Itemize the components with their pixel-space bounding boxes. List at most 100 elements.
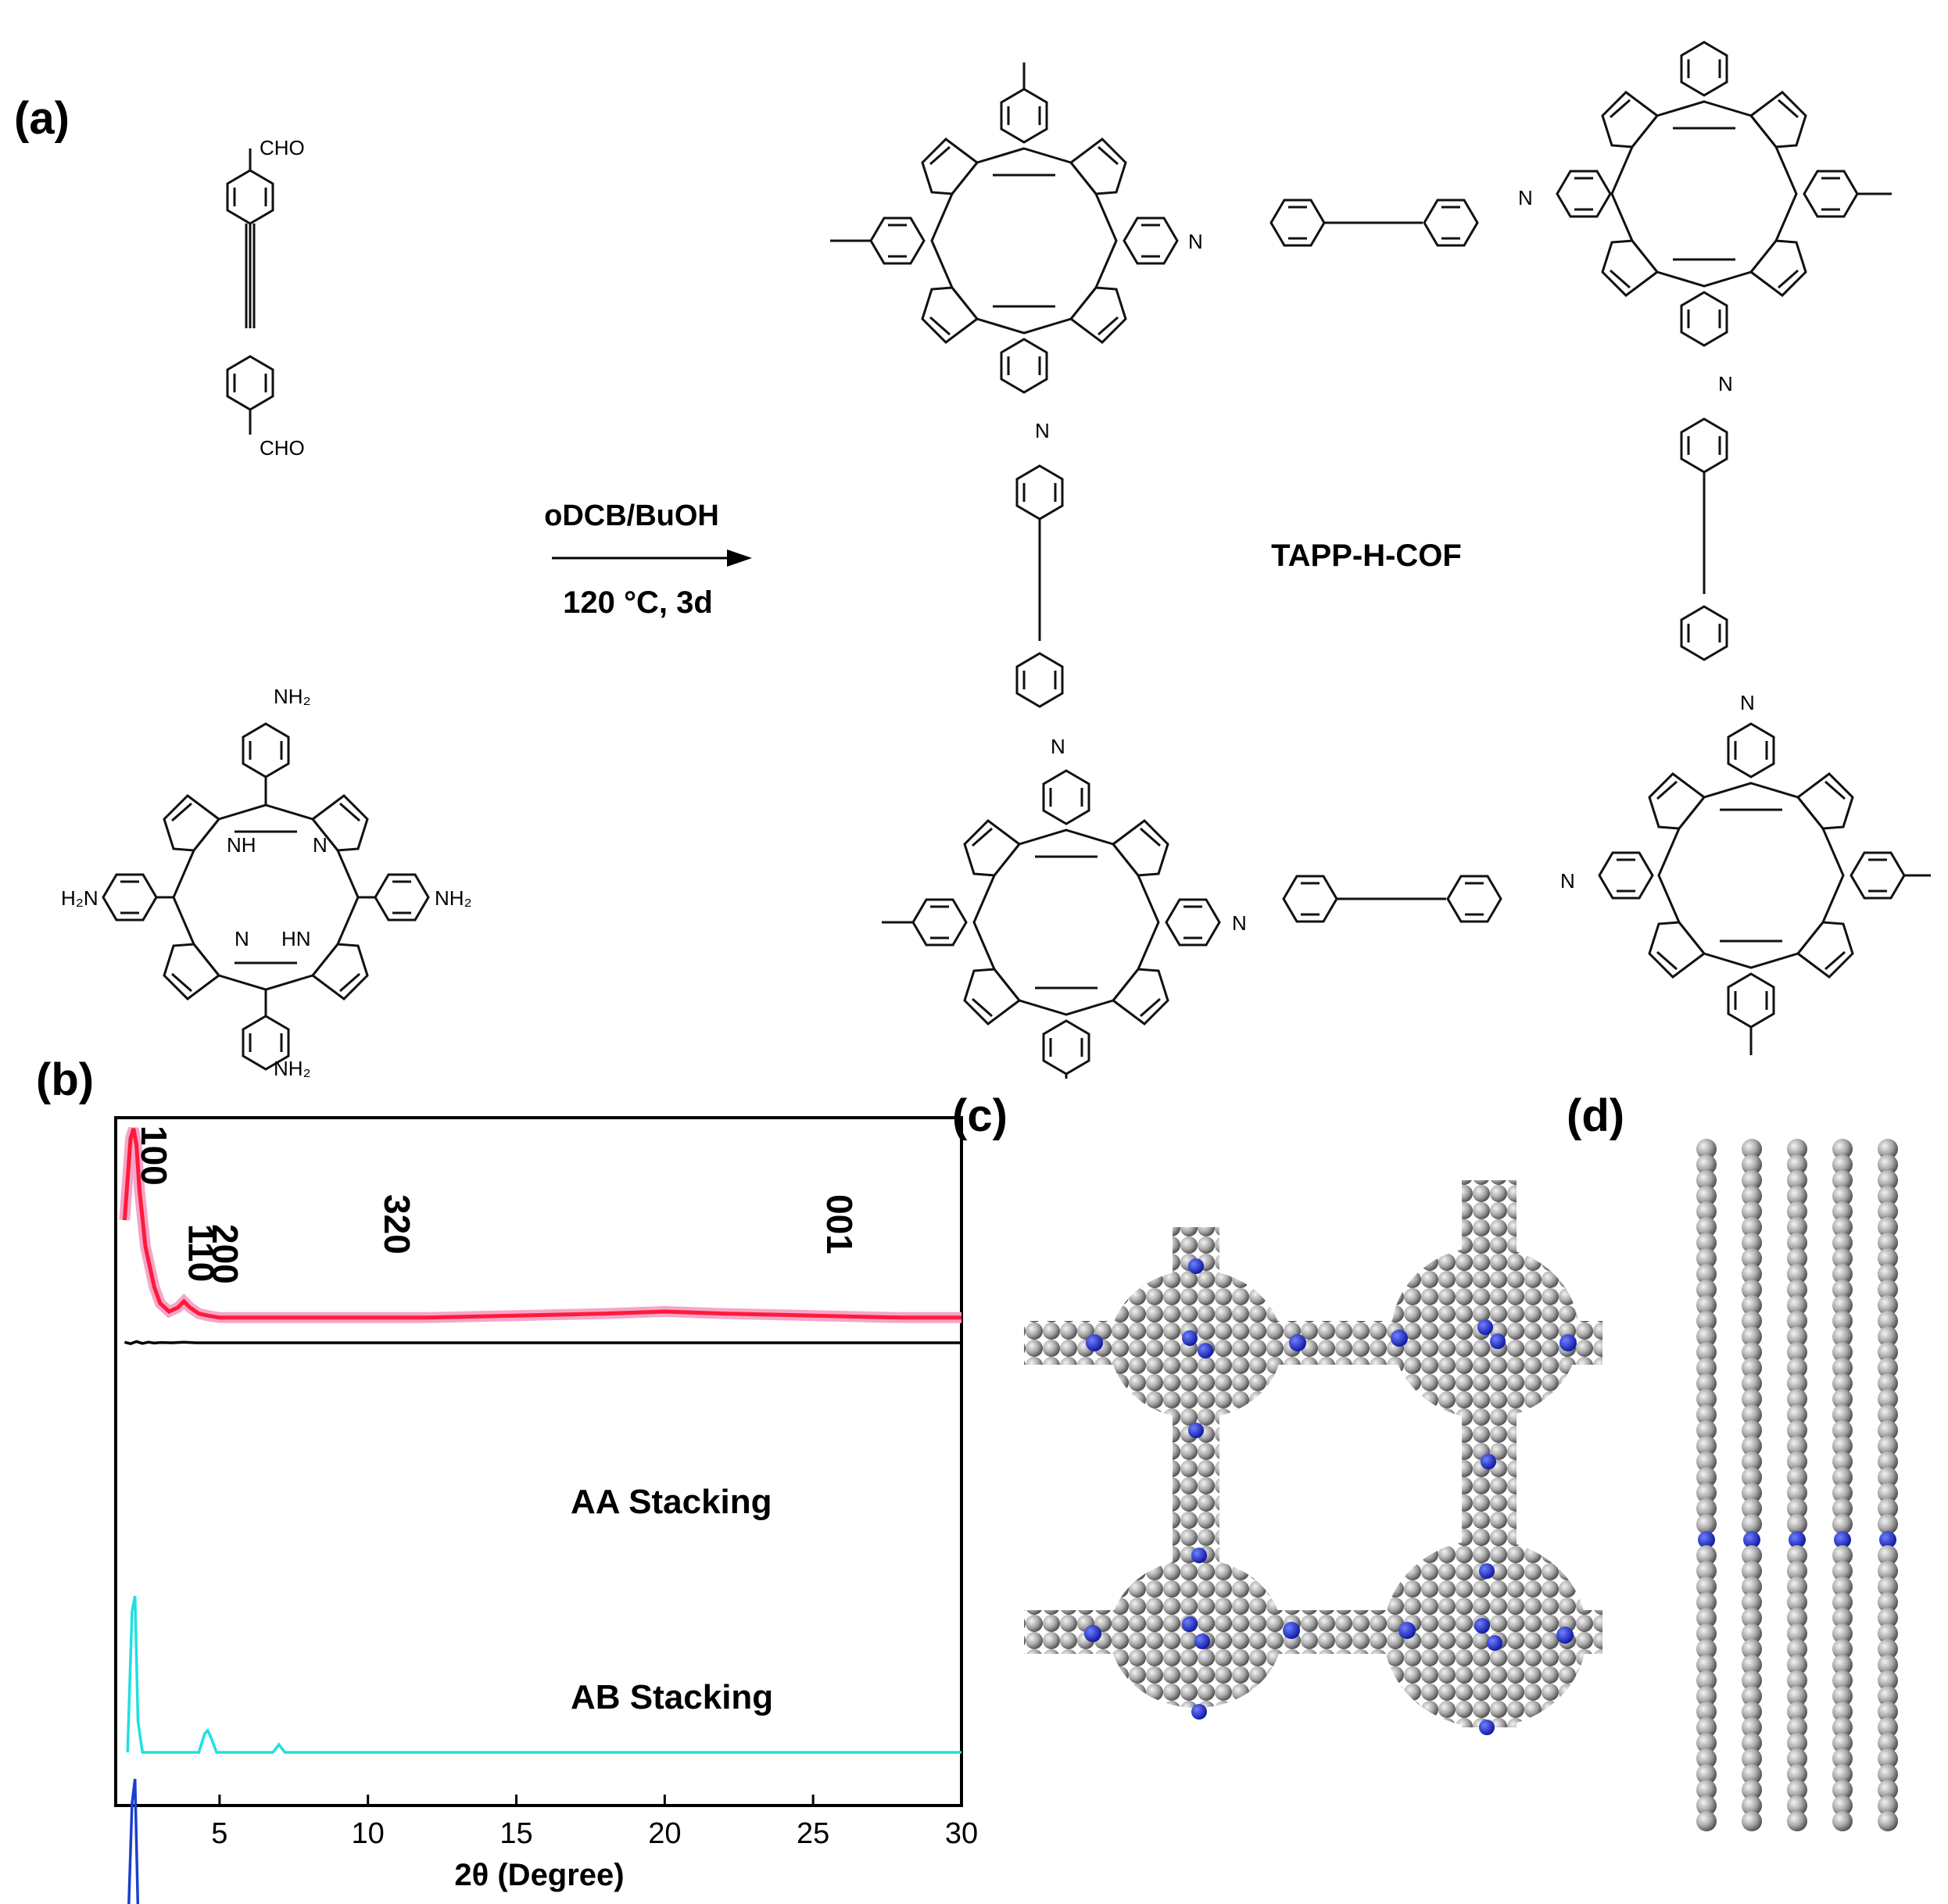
carbon-atom	[1832, 1623, 1853, 1644]
peak-label-100: 100	[134, 1126, 174, 1186]
cof-model-top-view	[1024, 1180, 1602, 1735]
carbon-atom	[1878, 1233, 1898, 1253]
carbon-atom	[1787, 1311, 1807, 1331]
carbon-atom	[1742, 1592, 1762, 1612]
carbon-atom	[1832, 1217, 1853, 1237]
carbon-atom	[1878, 1811, 1898, 1831]
carbon-atom	[1878, 1311, 1898, 1331]
carbon-atom	[1832, 1467, 1853, 1487]
carbon-atom	[1696, 1295, 1717, 1315]
carbon-atom	[1696, 1279, 1717, 1300]
carbon-atom	[1787, 1686, 1807, 1706]
carbon-atom	[1878, 1139, 1898, 1159]
carbon-atom	[1742, 1436, 1762, 1456]
carbon-atom	[1696, 1186, 1717, 1206]
carbon-atom	[1832, 1795, 1853, 1816]
carbon-atom	[1787, 1358, 1807, 1378]
carbon-atom	[1696, 1233, 1717, 1253]
x-axis-label: 2θ (Degree)	[454, 1858, 624, 1892]
imine-n-5: N	[1035, 419, 1050, 442]
plot-frame	[114, 1116, 963, 1807]
carbon-atom	[1696, 1467, 1717, 1487]
carbon-atom	[1742, 1217, 1762, 1237]
carbon-atom	[1696, 1545, 1717, 1566]
carbon-atom	[1878, 1170, 1898, 1190]
carbon-atom	[1696, 1639, 1717, 1659]
carbon-atom	[1787, 1264, 1807, 1284]
carbon-atom	[1742, 1311, 1762, 1331]
carbon-atom	[1787, 1592, 1807, 1612]
peak-label-001: 001	[819, 1194, 860, 1254]
carbon-atom	[1878, 1326, 1898, 1347]
carbon-atom	[1878, 1201, 1898, 1222]
carbon-atom	[1878, 1467, 1898, 1487]
carbon-atom	[1696, 1358, 1717, 1378]
carbon-atom	[1832, 1139, 1853, 1159]
carbon-atom	[1696, 1170, 1717, 1190]
carbon-atom	[1832, 1498, 1853, 1519]
carbon-atom	[1787, 1764, 1807, 1784]
cof-structure: N N N N N N N N	[830, 41, 1931, 1079]
carbon-atom	[1742, 1326, 1762, 1347]
carbon-atom	[1696, 1577, 1717, 1597]
carbon-atom	[1878, 1248, 1898, 1269]
peak-label-320: 320	[377, 1194, 417, 1254]
carbon-atom	[1787, 1561, 1807, 1581]
carbon-atom	[1878, 1483, 1898, 1503]
carbon-atom	[1878, 1279, 1898, 1300]
carbon-atom	[1787, 1608, 1807, 1628]
carbon-atom	[1742, 1702, 1762, 1722]
nitrogen-atom	[1789, 1531, 1806, 1548]
carbon-atom	[1878, 1451, 1898, 1472]
carbon-atom	[1787, 1545, 1807, 1566]
series-line-aa	[126, 1595, 961, 1754]
x-tick-label: 20	[648, 1817, 681, 1850]
carbon-atom	[1696, 1326, 1717, 1347]
carbon-atom	[1696, 1498, 1717, 1519]
carbon-atom	[1787, 1295, 1807, 1315]
carbon-atom	[1878, 1780, 1898, 1800]
carbon-atom	[1742, 1717, 1762, 1738]
carbon-atom	[1878, 1514, 1898, 1534]
carbon-atom	[1878, 1748, 1898, 1769]
carbon-atom	[1878, 1655, 1898, 1675]
carbon-atom	[1878, 1733, 1898, 1753]
carbon-atom	[1742, 1561, 1762, 1581]
carbon-atom	[1832, 1295, 1853, 1315]
peak-label-200: 200	[205, 1224, 245, 1284]
carbon-atom	[1878, 1420, 1898, 1441]
carbon-atom	[1787, 1748, 1807, 1769]
carbon-atom	[1787, 1623, 1807, 1644]
carbon-atom	[1787, 1217, 1807, 1237]
carbon-atom	[1832, 1311, 1853, 1331]
carbon-atom	[1832, 1780, 1853, 1800]
carbon-atom	[1832, 1436, 1853, 1456]
carbon-atom	[1787, 1342, 1807, 1362]
carbon-atom	[1742, 1389, 1762, 1409]
carbon-atom	[1832, 1154, 1853, 1175]
carbon-atom	[1696, 1733, 1717, 1753]
porph-nh-label: NH	[227, 833, 256, 857]
carbon-atom	[1696, 1623, 1717, 1644]
carbon-atom	[1696, 1514, 1717, 1534]
carbon-atom	[1832, 1420, 1853, 1441]
carbon-atom	[1832, 1514, 1853, 1534]
nitrogen-atom	[1879, 1531, 1896, 1548]
carbon-atom	[1832, 1545, 1853, 1566]
carbon-atom	[1742, 1577, 1762, 1597]
carbon-atom	[1787, 1405, 1807, 1425]
carbon-atom	[1742, 1186, 1762, 1206]
carbon-atom	[1742, 1201, 1762, 1222]
carbon-atom	[1878, 1545, 1898, 1566]
carbon-atom	[1696, 1702, 1717, 1722]
carbon-atom	[1787, 1670, 1807, 1691]
carbon-atom	[1696, 1686, 1717, 1706]
carbon-atom	[1696, 1561, 1717, 1581]
x-tick-label: 10	[352, 1817, 385, 1850]
carbon-atom	[1742, 1608, 1762, 1628]
carbon-atom	[1832, 1342, 1853, 1362]
imine-n-8: N	[1560, 869, 1575, 893]
carbon-atom	[1878, 1717, 1898, 1738]
carbon-atom	[1832, 1373, 1853, 1394]
condition-solvent: oDCB/BuOH	[544, 499, 719, 532]
